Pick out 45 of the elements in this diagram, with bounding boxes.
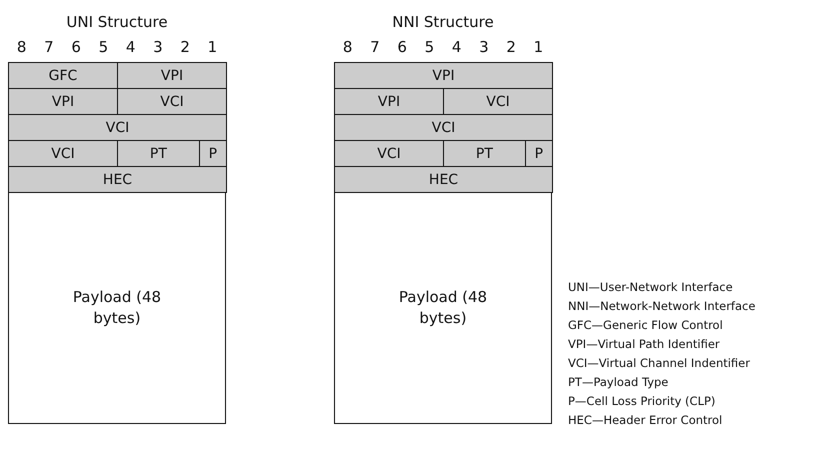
header-field: VCI: [8, 114, 227, 141]
abbreviation-note: PT—Payload Type: [568, 375, 668, 389]
header-field: VPI: [8, 88, 118, 115]
bit-number: 1: [206, 38, 218, 56]
header-field: VCI: [117, 88, 227, 115]
bit-number: 8: [16, 38, 28, 56]
abbreviation-note: HEC—Header Error Control: [568, 413, 722, 427]
structure-heading: NNI Structure: [391, 13, 495, 31]
header-field: VCI: [443, 88, 553, 115]
abbreviation-note: VPI—Virtual Path Identifier: [568, 337, 720, 351]
header-field: PT: [117, 140, 200, 167]
payload-text: Payload (48 bytes): [72, 287, 162, 329]
bit-number: 6: [396, 38, 408, 56]
header-field: VPI: [117, 62, 227, 89]
bit-number: 3: [152, 38, 164, 56]
bit-number: 4: [450, 38, 462, 56]
bit-number: 6: [70, 38, 82, 56]
bit-number: 1: [532, 38, 544, 56]
header-field: HEC: [8, 166, 227, 193]
bit-number: 7: [43, 38, 55, 56]
header-field: HEC: [334, 166, 553, 193]
bit-number: 4: [124, 38, 136, 56]
bit-number: 5: [424, 38, 436, 56]
abbreviation-note: P—Cell Loss Priority (CLP): [568, 394, 716, 408]
abbreviation-note: NNI—Network-Network Interface: [568, 299, 756, 313]
abbreviation-note: UNI—User-Network Interface: [568, 280, 733, 294]
structure-heading: UNI Structure: [65, 13, 169, 31]
header-field: VCI: [334, 114, 553, 141]
header-field: VCI: [8, 140, 118, 167]
bit-number: 8: [342, 38, 354, 56]
abbreviation-note: GFC—Generic Flow Control: [568, 318, 723, 332]
header-field: GFC: [8, 62, 118, 89]
payload-text: Payload (48 bytes): [398, 287, 488, 329]
bit-number: 2: [505, 38, 517, 56]
header-field: P: [524, 140, 553, 167]
header-field: VPI: [334, 62, 553, 89]
header-field: PT: [443, 140, 526, 167]
bit-number: 5: [98, 38, 110, 56]
bit-number: 2: [179, 38, 191, 56]
abbreviation-note: VCI—Virtual Channel Indentifier: [568, 356, 750, 370]
header-field: P: [198, 140, 227, 167]
bit-number: 3: [478, 38, 490, 56]
bit-number: 7: [369, 38, 381, 56]
header-field: VCI: [334, 140, 444, 167]
header-field: VPI: [334, 88, 444, 115]
